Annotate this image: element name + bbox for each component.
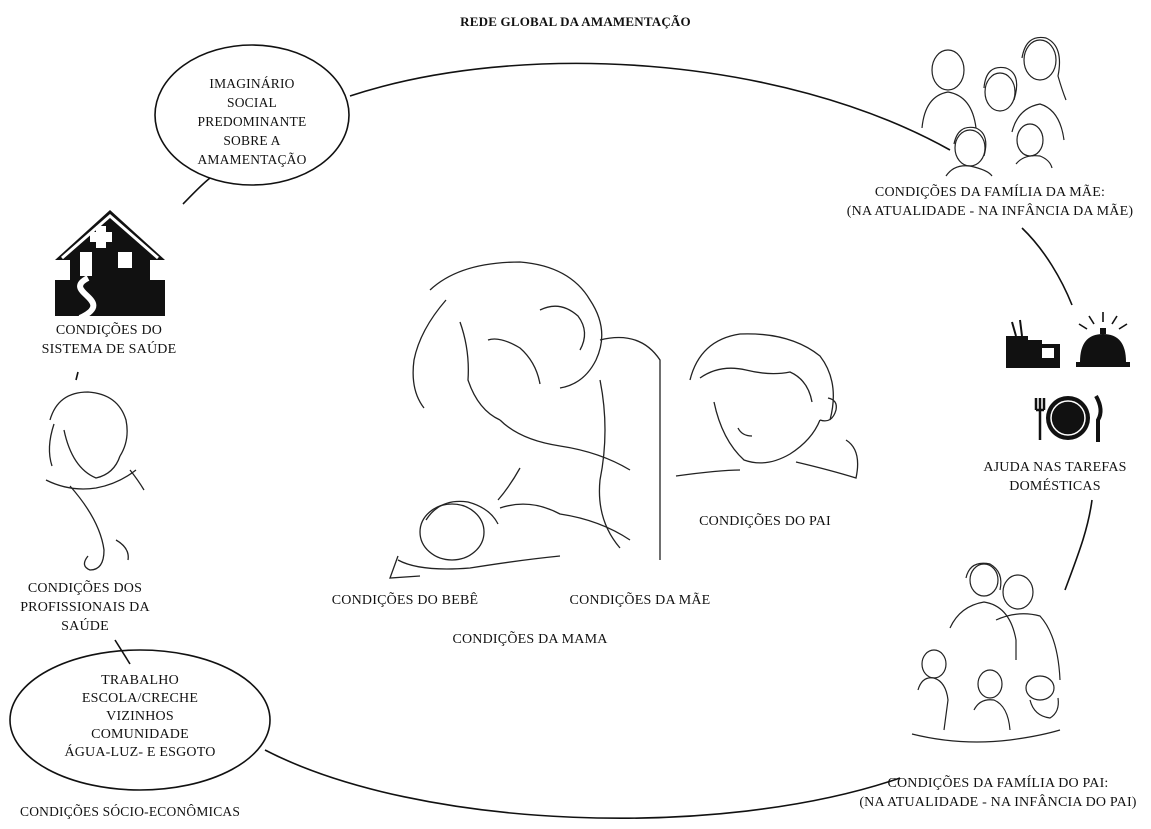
imaginario-line-1: IMAGINÁRIO — [209, 76, 295, 91]
household-help-line-2: DOMÉSTICAS — [1009, 479, 1101, 494]
imaginario-line-5: AMAMENTAÇÃO — [197, 152, 307, 167]
father-family-line-1: CONDIÇÕES DA FAMÍLIA DO PAI: — [887, 776, 1109, 791]
health-professional-illustration — [45, 391, 145, 571]
imaginario-line-3: PREDOMINANTE — [197, 114, 307, 129]
socio-item-1: TRABALHO — [101, 673, 179, 688]
household-help-line-1: AJUDA NAS TAREFAS — [983, 460, 1127, 475]
cycle-arc-left-low — [114, 639, 131, 665]
socio-item-2: ESCOLA/CRECHE — [81, 691, 199, 706]
father-family-illustration — [911, 562, 1061, 743]
socio-item-5: ÁGUA-LUZ- E ESGOTO — [64, 745, 216, 760]
father-label: CONDIÇÕES DO PAI — [699, 514, 831, 529]
imaginario-line-4: SOBRE A — [223, 133, 281, 148]
imaginario-label: IMAGINÁRIO SOCIAL PREDOMINANTE SOBRE A A… — [182, 74, 322, 169]
imaginario-line-2: SOCIAL — [227, 95, 277, 110]
diagram-title: REDE GLOBAL DA AMAMENTAÇÃO — [460, 14, 691, 29]
socio-item-3: VIZINHOS — [106, 709, 174, 724]
father-family-line-2: (NA ATUALIDADE - NA INFÂNCIA DO PAI) — [859, 795, 1137, 810]
health-house-icon — [55, 210, 165, 321]
shopping-bags-icon — [1006, 319, 1060, 368]
household-help-label: AJUDA NAS TAREFAS DOMÉSTICAS — [980, 458, 1130, 496]
cycle-arc-bottom — [264, 749, 901, 819]
mother-family-illustration — [921, 36, 1067, 177]
health-system-line-2: SISTEMA DE SAÚDE — [41, 342, 177, 357]
professionals-line-2: PROFISSIONAIS DA — [20, 600, 150, 615]
service-bell-icon — [1076, 312, 1130, 367]
father-family-label: CONDIÇÕES DA FAMÍLIA DO PAI: (NA ATUALID… — [848, 774, 1148, 812]
socio-item-4: COMUNIDADE — [91, 727, 189, 742]
imaginario-ellipse — [154, 44, 350, 186]
cycle-arc-right — [1064, 499, 1093, 591]
mother-baby-illustration — [389, 261, 661, 579]
baby-label: CONDIÇÕES DO BEBÊ — [331, 593, 479, 608]
health-system-label: CONDIÇÕES DO SISTEMA DE SAÚDE — [24, 321, 194, 359]
mother-family-line-1: CONDIÇÕES DA FAMÍLIA DA MÃE: — [874, 185, 1106, 200]
mother-label: CONDIÇÕES DA MÃE — [569, 593, 711, 608]
professionals-line-3: SAÚDE — [61, 619, 109, 634]
breast-label: CONDIÇÕES DA MAMA — [452, 632, 608, 647]
socio-ellipse — [9, 649, 271, 791]
cycle-arc-top-right — [1021, 227, 1073, 306]
tick-mark-left — [75, 371, 79, 381]
plate-cutlery-icon — [1034, 395, 1103, 442]
mother-family-line-2: (NA ATUALIDADE - NA INFÂNCIA DA MÃE) — [846, 204, 1134, 219]
cycle-arc-left-top — [182, 177, 211, 205]
professionals-line-1: CONDIÇÕES DOS — [27, 581, 143, 596]
cycle-arc-top — [349, 62, 951, 151]
professionals-label: CONDIÇÕES DOS PROFISSIONAIS DA SAÚDE — [10, 579, 160, 636]
socio-items-label: TRABALHO ESCOLA/CRECHE VIZINHOS COMUNIDA… — [55, 672, 225, 762]
socio-economic-label: CONDIÇÕES SÓCIO-ECONÔMICAS — [20, 804, 241, 819]
father-illustration — [675, 333, 859, 479]
health-system-line-1: CONDIÇÕES DO — [55, 323, 163, 338]
mother-family-label: CONDIÇÕES DA FAMÍLIA DA MÃE: (NA ATUALID… — [840, 183, 1140, 221]
